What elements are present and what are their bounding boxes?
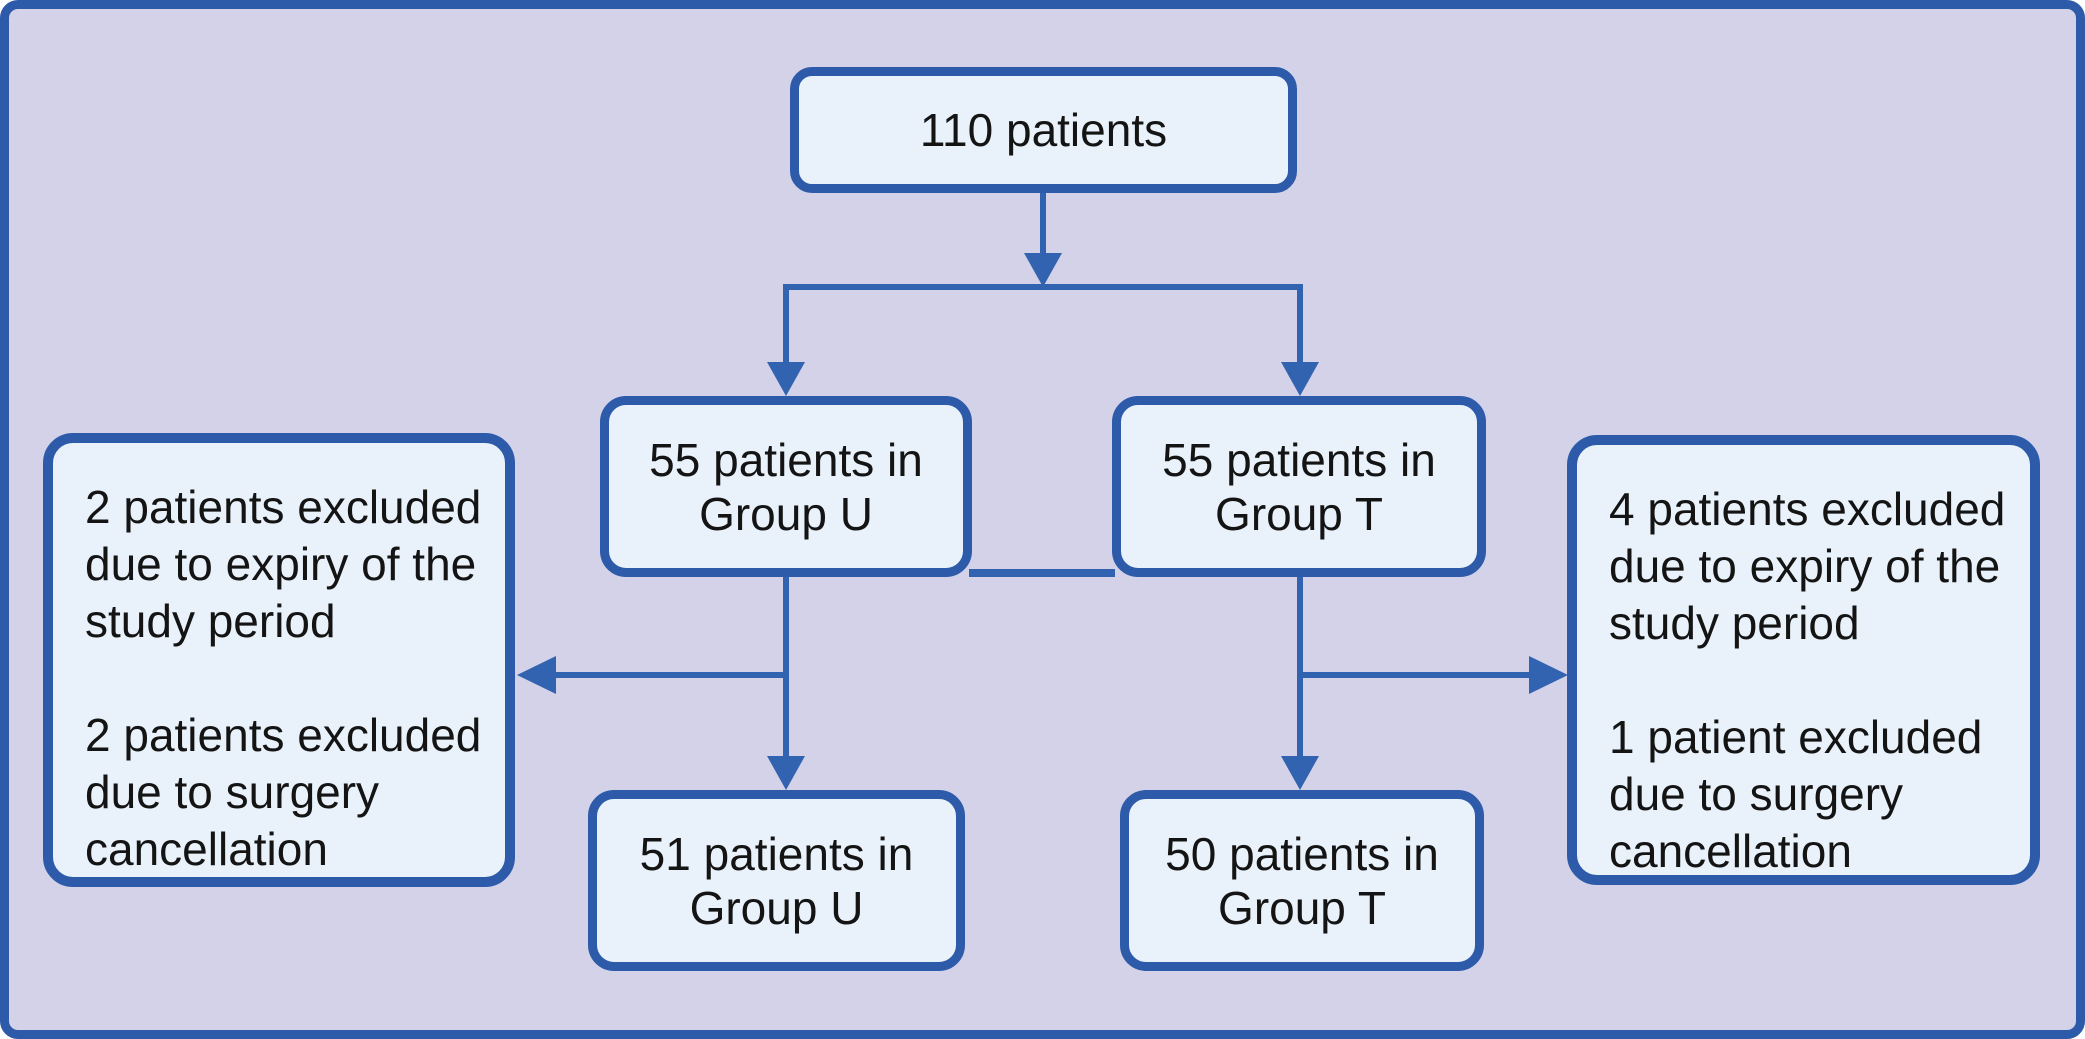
text-line: due to surgery [1609,768,1904,820]
arrowhead-left-icon [517,656,556,694]
text-line: 2 patients excluded [85,481,482,533]
node-label-line2: Group T [1218,881,1386,934]
group-u-final-box: 51 patients in Group U [588,790,965,971]
text-line: due to expiry of the [85,538,477,590]
text-line: 1 patient excluded [1609,711,1983,763]
node-label-line1: 55 patients in [649,433,923,486]
arrowhead-down-icon [1281,756,1319,790]
node-label-line2: Group T [1215,487,1383,540]
left-exclusions-box: 2 patients excluded due to expiry of the… [43,433,515,887]
connector-split-to-group-u [783,284,789,362]
connector-split-horizontal [783,284,1303,290]
text-line: cancellation [85,823,328,875]
arrowhead-down-icon [767,756,805,790]
exclusion-reason-cancellation: 2 patients excluded due to surgery cance… [85,707,487,878]
text-line: 2 patients excluded [85,709,482,761]
arrowhead-down-icon [767,362,805,396]
node-label-line2: Group U [699,487,873,540]
text-line: study period [1609,597,1860,649]
group-u-initial-box: 55 patients in Group U [600,396,972,577]
node-label-line1: 55 patients in [1162,433,1436,486]
node-label-line1: 50 patients in [1165,827,1439,880]
connector-group-t-to-final [1297,577,1303,757]
node-label-line2: Group U [689,881,864,934]
node-label-line1: 51 patients in [639,827,914,880]
exclusion-reason-cancellation: 1 patient excluded due to surgery cancel… [1609,709,2012,880]
group-t-final-box: 50 patients in Group T [1120,790,1484,971]
exclusion-reason-expiry: 4 patients excluded due to expiry of the… [1609,481,2012,652]
text-line: due to surgery [85,766,380,818]
connector-to-right-exclusions [1300,672,1529,678]
node-label: 110 patients [919,104,1168,156]
connector-split-to-group-t [1297,284,1303,362]
arrowhead-down-icon [1024,253,1062,287]
text-line: cancellation [1609,825,1852,877]
connector-group-u-to-final [783,577,789,757]
right-exclusions-box: 4 patients excluded due to expiry of the… [1567,435,2040,885]
text-line: due to expiry of the [1609,540,2001,592]
text-line: study period [85,595,336,647]
text-line: 4 patients excluded [1609,483,2006,535]
arrowhead-right-icon [1529,656,1568,694]
connector-between-groups [969,569,1115,577]
exclusion-reason-expiry: 2 patients excluded due to expiry of the… [85,479,487,650]
arrowhead-down-icon [1281,362,1319,396]
connector-to-left-exclusions [556,672,786,678]
connector-total-to-split [1040,193,1046,253]
total-patients-box: 110 patients [790,67,1297,193]
group-t-initial-box: 55 patients in Group T [1112,396,1486,577]
